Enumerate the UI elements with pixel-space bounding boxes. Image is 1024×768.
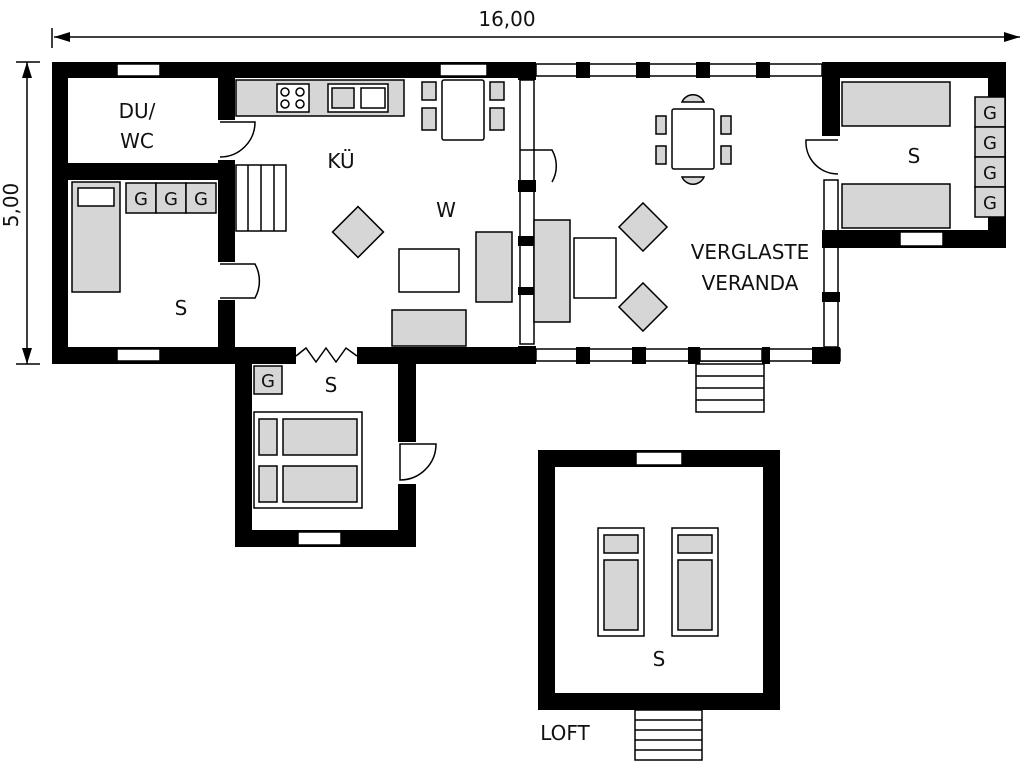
bed-marker: G	[194, 189, 208, 210]
bed-marker: G	[983, 193, 997, 214]
bed-marker: G	[134, 189, 148, 210]
kitchen-counter	[235, 79, 405, 117]
lower-bedroom-walls	[235, 364, 437, 547]
room-label-bedroom-lower: S	[325, 373, 338, 397]
bed-marker: G	[983, 103, 997, 124]
room-label-bathroom: DU/	[119, 99, 156, 123]
sofa-icon	[475, 231, 513, 303]
room-label-living: W	[436, 198, 456, 222]
bed-marker: G	[983, 163, 997, 184]
bed-icon	[841, 183, 951, 229]
loft-walls	[538, 450, 780, 710]
beds-g-column-right: G G G G	[974, 96, 1006, 218]
room-label-bathroom: WC	[120, 129, 154, 153]
beds-g-row-left: G G G	[125, 182, 217, 214]
veranda-dining-table	[655, 94, 732, 185]
room-label-loft-bedroom: S	[653, 647, 666, 671]
door-icon	[220, 263, 261, 299]
height-dimension: 5,00	[0, 61, 40, 365]
sofa-icon	[533, 219, 571, 323]
room-label-bedroom-left: S	[175, 296, 188, 320]
bed-marker: G	[261, 371, 275, 392]
door-icon	[219, 121, 256, 158]
stove-icon	[276, 83, 310, 113]
armchair-icon	[617, 281, 669, 333]
door-icon	[520, 149, 558, 183]
veranda-steps	[695, 363, 765, 413]
room-label-kitchen: KÜ	[327, 149, 354, 173]
door-icon	[399, 443, 437, 481]
sliding-door	[295, 346, 358, 364]
coffee-table	[573, 237, 617, 299]
bed-marker: G	[983, 133, 997, 154]
coffee-table	[398, 248, 460, 293]
room-label-bedroom-right: S	[908, 144, 921, 168]
armchair-icon	[331, 205, 385, 259]
door-icon	[805, 139, 839, 175]
sofa-icon	[391, 309, 467, 347]
loft-stairs	[634, 709, 703, 761]
room-label-veranda: VERANDA	[702, 271, 799, 295]
bed-icon	[841, 81, 951, 127]
room-label-loft: LOFT	[540, 721, 590, 745]
bed-marker-box	[253, 365, 283, 395]
kitchen-table	[421, 79, 505, 141]
height-label: 5,00	[0, 183, 23, 228]
width-dimension: 16,00	[51, 7, 1020, 48]
armchair-icon	[617, 201, 669, 253]
width-label: 16,00	[478, 7, 535, 31]
veranda-walls	[518, 62, 841, 364]
bed-marker: G	[164, 189, 178, 210]
room-label-veranda: VERGLASTE	[691, 240, 810, 264]
main-walls	[52, 62, 536, 364]
